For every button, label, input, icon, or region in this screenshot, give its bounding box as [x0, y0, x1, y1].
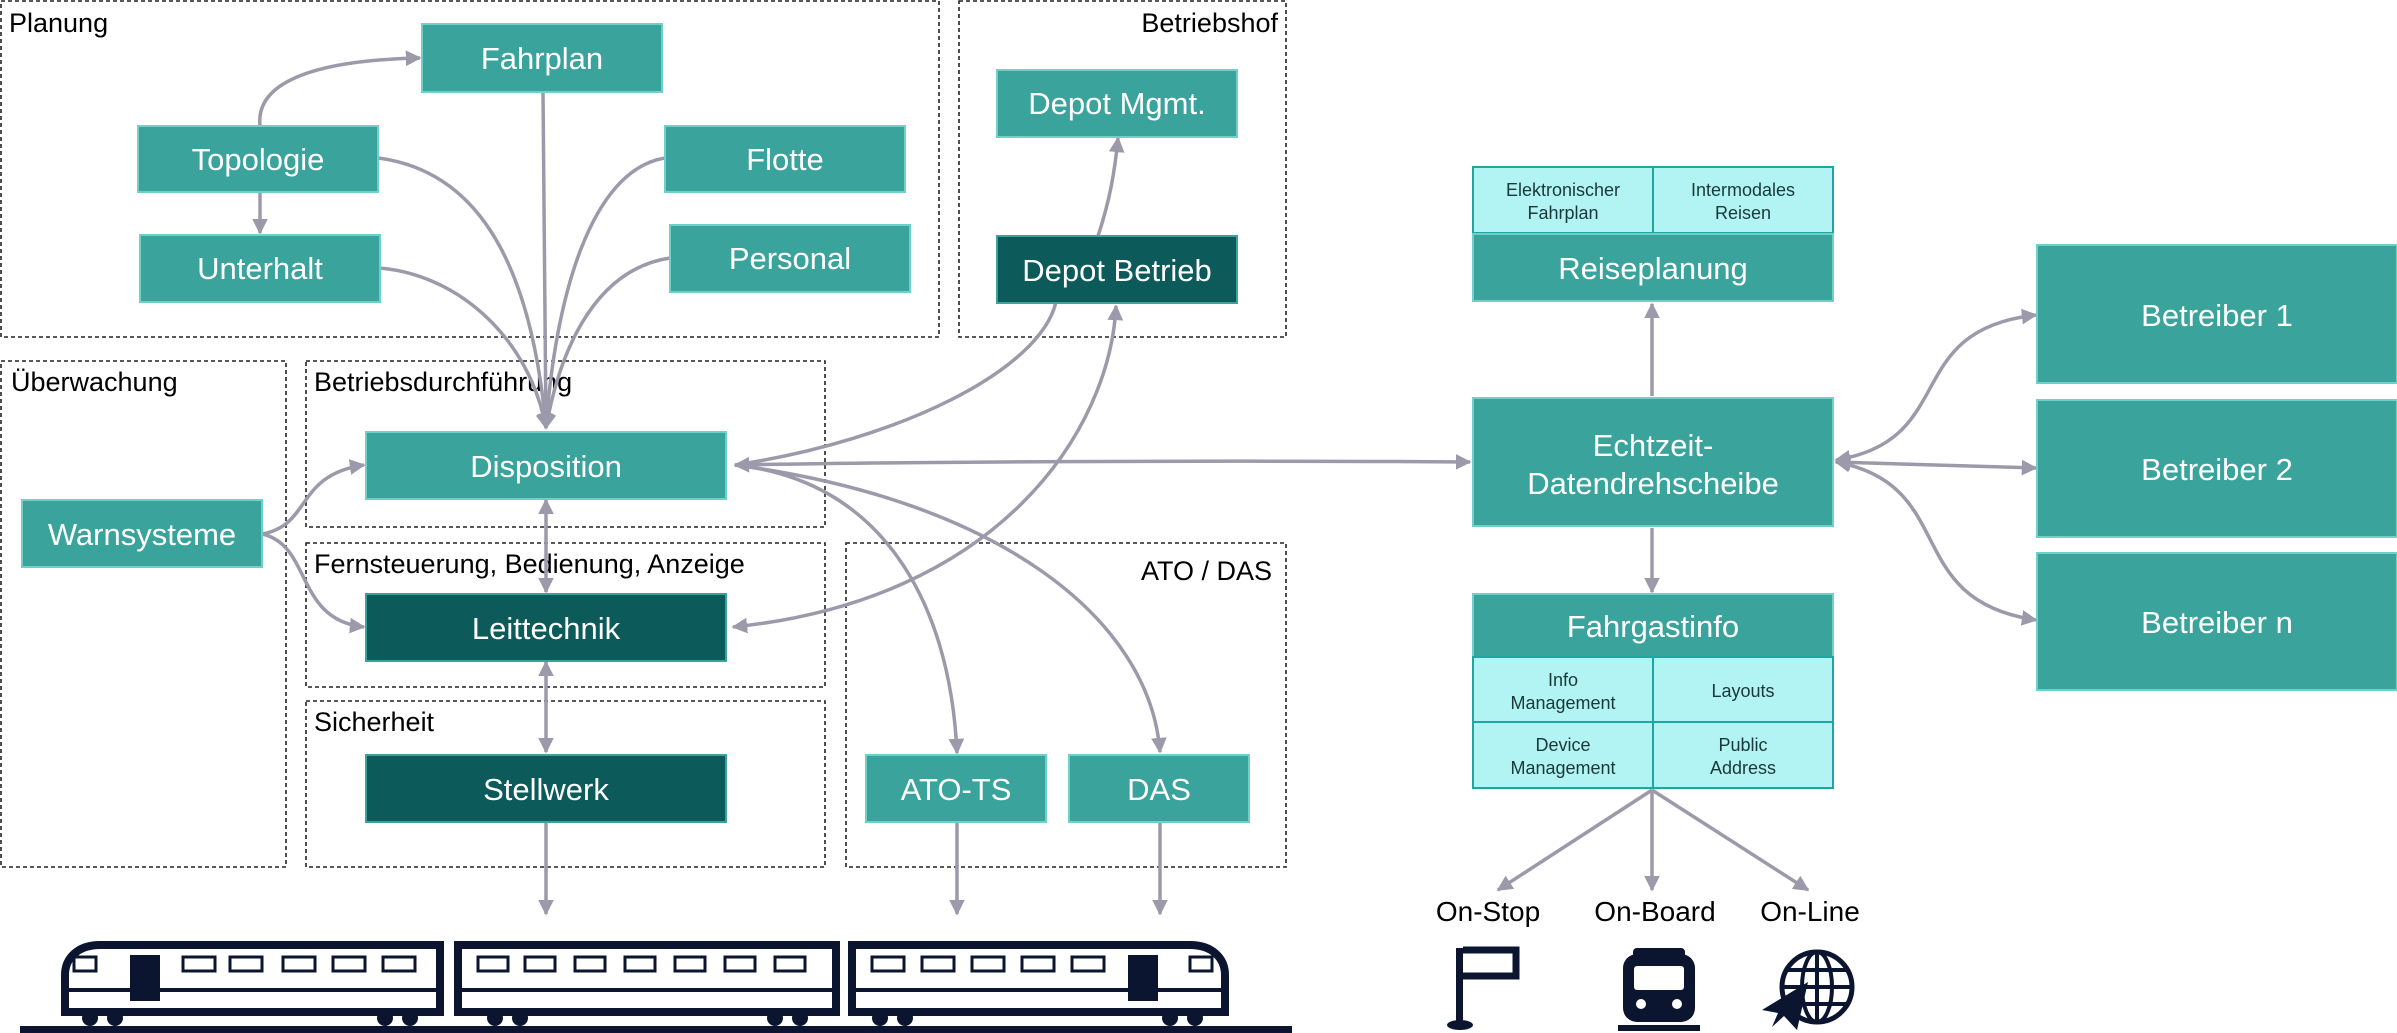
node-betreiber-1-label: Betreiber 1 — [2141, 298, 2293, 333]
fahrgastinfo-group: Fahrgastinfo Info Management Layouts Dev… — [1472, 593, 1834, 789]
node-depot-mgmt-label: Depot Mgmt. — [1028, 86, 1205, 121]
node-betreiber-n-label: Betreiber n — [2141, 605, 2293, 640]
zone-sicherheit-label: Sicherheit — [314, 707, 435, 737]
cell-public-address[interactable]: Public Address — [1652, 721, 1834, 789]
zone-ato-das-label: ATO / DAS — [1141, 556, 1272, 586]
cell-device-management-line-2: Management — [1510, 758, 1615, 778]
cell-intermodales-reisen-line-1: Intermodales — [1691, 180, 1795, 200]
zone-sicherheit: Sicherheit — [305, 700, 826, 868]
node-das-label: DAS — [1127, 772, 1191, 807]
node-echtzeit-line-2: Datendrehscheibe — [1527, 466, 1779, 501]
cell-info-management-line-1: Info — [1548, 670, 1578, 690]
node-betreiber-1[interactable]: Betreiber 1 — [2036, 244, 2397, 384]
cell-elektronischer-fahrplan[interactable]: Elektronischer Fahrplan — [1472, 166, 1654, 234]
cell-device-management-line-1: Device — [1535, 735, 1590, 755]
zone-planung: Planung — [0, 0, 940, 338]
connector-echtzeit-betreiber-n — [1834, 456, 2038, 626]
connector-warnsysteme-disposition — [261, 459, 366, 536]
node-echtzeit-datendrehscheibe[interactable]: Echtzeit- Datendrehscheibe — [1472, 397, 1834, 527]
node-fahrplan[interactable]: Fahrplan — [421, 23, 663, 93]
node-unterhalt[interactable]: Unterhalt — [139, 234, 381, 303]
zone-ueberwachung: Überwachung — [0, 360, 287, 868]
node-fahrgastinfo-label: Fahrgastinfo — [1567, 609, 1739, 644]
node-betreiber-2-label: Betreiber 2 — [2141, 452, 2293, 487]
node-reiseplanung[interactable]: Reiseplanung — [1472, 233, 1834, 302]
node-disposition[interactable]: Disposition — [365, 431, 727, 500]
node-betreiber-n[interactable]: Betreiber n — [2036, 552, 2397, 691]
zone-fernsteuerung-label: Fernsteuerung, Bedienung, Anzeige — [314, 549, 745, 579]
node-depot-mgmt[interactable]: Depot Mgmt. — [996, 69, 1238, 138]
flag-icon — [1447, 946, 1520, 1030]
node-warnsysteme[interactable]: Warnsysteme — [21, 499, 263, 568]
node-personal[interactable]: Personal — [669, 224, 911, 293]
connector-unterhalt-disposition — [379, 266, 552, 430]
node-flotte-label: Flotte — [746, 142, 824, 177]
connector-personal-disposition — [540, 256, 671, 430]
train-icon — [20, 941, 1292, 1033]
connector-echtzeit-betreiber-1 — [1834, 308, 2038, 466]
connector-disposition-depot-betrieb — [734, 301, 1058, 467]
zone-planung-label: Planung — [9, 8, 108, 38]
cell-intermodales-reisen-line-2: Reisen — [1715, 203, 1771, 223]
cell-info-management-line-2: Management — [1510, 693, 1615, 713]
output-on-stop-label: On-Stop — [1436, 896, 1540, 927]
node-depot-betrieb-label: Depot Betrieb — [1022, 253, 1212, 288]
connector-fahrgastinfo-on-stop — [1496, 788, 1653, 892]
connectors — [252, 50, 2038, 916]
node-unterhalt-label: Unterhalt — [197, 251, 323, 286]
connector-depot-betrieb-leittechnik — [731, 304, 1124, 634]
node-reiseplanung-label: Reiseplanung — [1558, 251, 1748, 286]
cell-elektronischer-fahrplan-line-1: Elektronischer — [1506, 180, 1620, 200]
connector-disposition-das — [734, 463, 1167, 754]
node-warnsysteme-label: Warnsysteme — [48, 517, 236, 552]
connector-flotte-disposition — [539, 156, 666, 430]
node-topologie[interactable]: Topologie — [137, 125, 379, 193]
connector-warnsysteme-leittechnik — [261, 532, 366, 634]
node-das[interactable]: DAS — [1068, 754, 1250, 823]
node-depot-betrieb[interactable]: Depot Betrieb — [996, 235, 1238, 304]
node-stellwerk-label: Stellwerk — [483, 772, 609, 807]
cell-public-address-line-1: Public — [1718, 735, 1767, 755]
output-on-line-label: On-Line — [1760, 896, 1860, 927]
cell-layouts[interactable]: Layouts — [1652, 656, 1834, 723]
node-echtzeit-line-1: Echtzeit- — [1593, 428, 1714, 463]
cell-public-address-line-2: Address — [1710, 758, 1776, 778]
node-flotte[interactable]: Flotte — [664, 125, 906, 193]
connector-topologie-fahrplan — [258, 50, 422, 127]
node-fahrplan-label: Fahrplan — [481, 41, 603, 76]
cell-layouts-label: Layouts — [1711, 681, 1774, 701]
cell-elektronischer-fahrplan-line-2: Fahrplan — [1527, 203, 1598, 223]
reiseplanung-group: Elektronischer Fahrplan Intermodales Rei… — [1472, 166, 1834, 302]
cell-info-management[interactable]: Info Management — [1472, 656, 1654, 723]
connector-echtzeit-betreiber-2 — [1834, 454, 2038, 476]
cell-intermodales-reisen[interactable]: Intermodales Reisen — [1652, 166, 1834, 234]
globe-cursor-icon — [1762, 949, 1855, 1030]
node-ato-ts-label: ATO-TS — [901, 772, 1012, 807]
connector-fahrgastinfo-on-line — [1651, 788, 1810, 892]
connector-disposition-echtzeit — [733, 454, 1472, 473]
cell-device-management[interactable]: Device Management — [1472, 721, 1654, 789]
node-stellwerk[interactable]: Stellwerk — [365, 754, 727, 823]
connector-disposition-ato-ts — [734, 463, 965, 755]
output-on-board-label: On-Board — [1594, 896, 1715, 927]
train-front-icon — [1618, 948, 1700, 1031]
connector-topologie-disposition — [377, 156, 553, 430]
node-betreiber-2[interactable]: Betreiber 2 — [2036, 399, 2397, 538]
node-disposition-label: Disposition — [470, 449, 622, 484]
node-leittechnik-label: Leittechnik — [472, 611, 621, 646]
zone-betriebshof-label: Betriebshof — [1141, 8, 1278, 38]
node-topologie-label: Topologie — [192, 142, 325, 177]
node-ato-ts[interactable]: ATO-TS — [865, 754, 1047, 823]
node-leittechnik[interactable]: Leittechnik — [365, 593, 727, 662]
connector-depot-betrieb-mgmt — [1096, 136, 1125, 237]
zone-ueberwachung-label: Überwachung — [11, 367, 178, 397]
connector-fahrplan-disposition — [537, 91, 554, 430]
node-personal-label: Personal — [729, 241, 851, 276]
node-fahrgastinfo[interactable]: Fahrgastinfo — [1472, 593, 1834, 658]
